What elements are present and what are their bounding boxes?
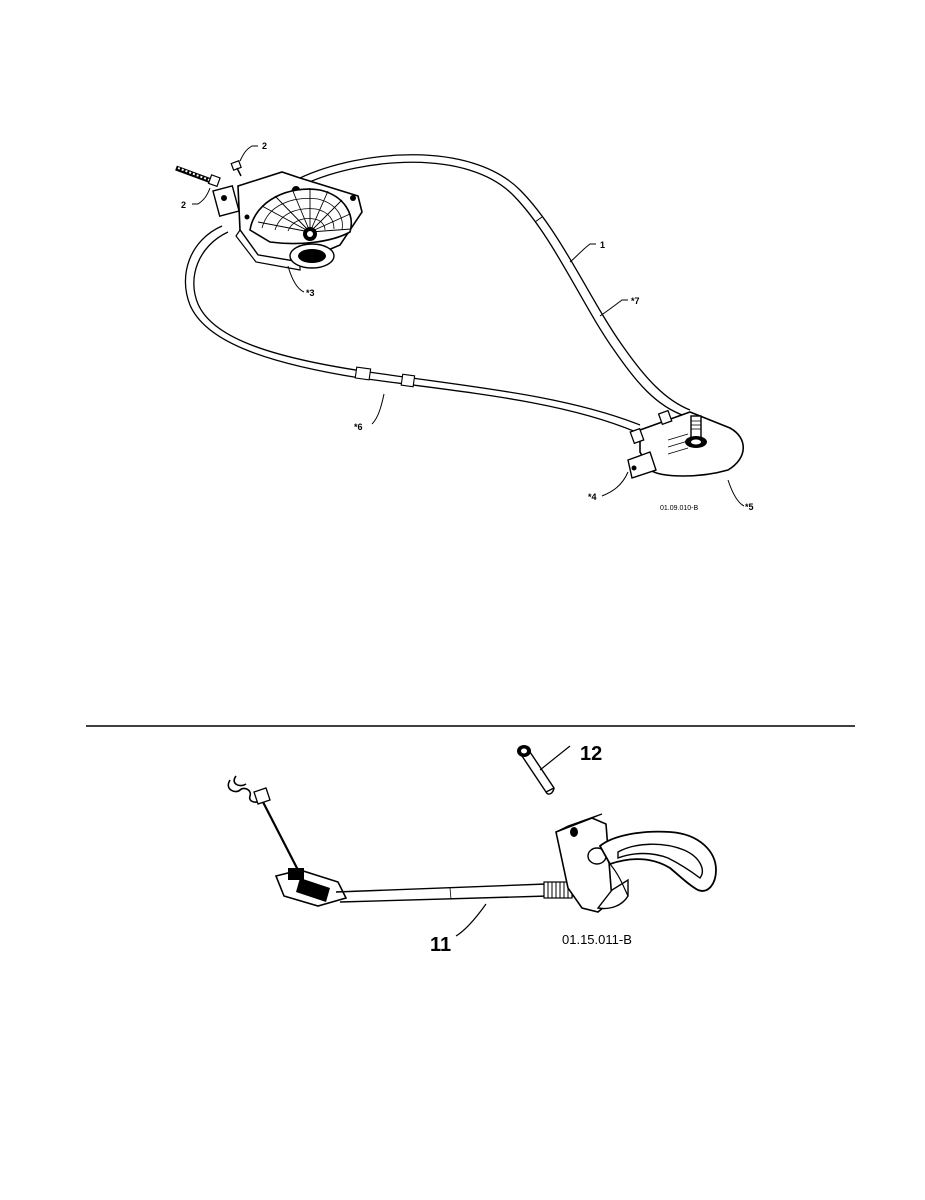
callout-7: *7 (631, 296, 640, 306)
bracket-assembly (627, 409, 745, 479)
dial-wheel (249, 188, 352, 245)
cable-upper (299, 154, 691, 417)
handle-bracket (555, 813, 717, 913)
callout-2b: 2 (181, 200, 186, 210)
callout-11: 11 (430, 934, 451, 956)
leader-lines-bottom (455, 745, 571, 937)
cable-lower (184, 225, 641, 433)
callout-4: *4 (588, 492, 597, 502)
callout-5: *5 (745, 502, 754, 512)
top-figure: 2 2 *3 1 *7 *6 *4 *5 01.09.010-B (175, 141, 754, 512)
bottom-figure: 12 11 01.15.011-B (227, 743, 717, 956)
leader-lines-top (192, 145, 745, 507)
screw-rod-2b (175, 165, 221, 188)
figure-code-bottom: 01.15.011-B (562, 932, 632, 947)
control-rod (227, 775, 593, 907)
screw-2a (230, 160, 242, 177)
callout-3: *3 (306, 288, 315, 298)
callout-2a: 2 (262, 141, 267, 151)
callout-1: 1 (600, 240, 605, 250)
pin-12 (517, 745, 556, 795)
callout-6: *6 (354, 422, 363, 432)
figure-code-top: 01.09.010-B (660, 505, 698, 512)
callout-12: 12 (580, 743, 602, 765)
